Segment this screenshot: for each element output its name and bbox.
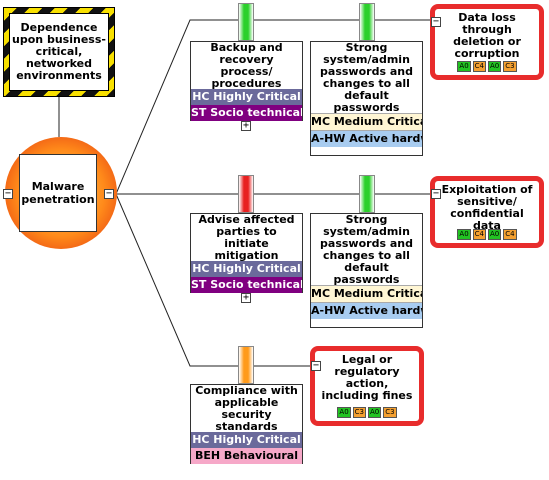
mitigation-criticality-tag-2: MC Medium Critical — [311, 285, 422, 302]
consequence-collapse-toggle-3[interactable]: − — [311, 360, 321, 371]
mitigation-title-2: Strong system/admin passwords and change… — [320, 212, 413, 286]
control-box-1[interactable]: Backup and recovery process/ procedures … — [190, 41, 303, 121]
branch-line-3 — [115, 193, 316, 367]
control-title-3: Compliance with applicable security stan… — [195, 383, 298, 433]
consequence-title-1: Data loss through deletion or corruption — [453, 11, 521, 60]
consequence-box-1[interactable]: Data loss through deletion or corruption… — [430, 4, 544, 80]
rating-chip: C3 — [352, 407, 366, 418]
control-expand-toggle-2[interactable]: + — [241, 292, 251, 303]
risk-event-box[interactable]: Malware penetration — [19, 154, 97, 232]
control-effectiveness-light-2 — [238, 175, 254, 213]
rating-chip: A0 — [368, 407, 382, 418]
mitigation-box-1[interactable]: Strong system/admin passwords and change… — [310, 41, 423, 156]
control-type-tag-2: ST Socio technical — [191, 277, 302, 293]
mitigation-type-tag-2: A-HW Active hardware — [311, 302, 422, 319]
consequence-collapse-toggle-2[interactable]: − — [431, 188, 441, 199]
control-box-3[interactable]: Compliance with applicable security stan… — [190, 384, 303, 464]
control-type-tag-3: BEH Behavioural — [191, 448, 302, 464]
control-title-1: Backup and recovery process/ procedures — [210, 40, 283, 90]
rating-chip: A0 — [488, 229, 502, 240]
control-title-2: Advise affected parties to initiate miti… — [198, 212, 295, 262]
rating-chip: A0 — [488, 61, 502, 72]
branch-line-1 — [115, 19, 430, 195]
risk-collapse-left-toggle[interactable]: − — [3, 188, 13, 199]
control-expand-toggle-1[interactable]: + — [241, 120, 251, 131]
risk-collapse-right-toggle[interactable]: − — [104, 188, 114, 199]
criticality-tag-1: HC Highly Critical — [191, 89, 302, 105]
consequence-collapse-toggle-1[interactable]: − — [431, 16, 441, 27]
control-box-2[interactable]: Advise affected parties to initiate miti… — [190, 213, 303, 293]
rating-chip: C3 — [503, 61, 517, 72]
control-type-tag-1: ST Socio technical — [191, 105, 302, 121]
risk-label: Malware penetration — [21, 180, 95, 206]
context-hazard-box[interactable]: Dependence upon business-critical, netwo… — [3, 7, 115, 97]
criticality-tag-3: HC Highly Critical — [191, 432, 302, 448]
rating-chip: C4 — [472, 61, 486, 72]
consequence-box-2[interactable]: Exploitation of sensitive/ confidential … — [430, 176, 544, 248]
control-effectiveness-light-1 — [238, 3, 254, 41]
rating-chip: C4 — [472, 229, 486, 240]
control-effectiveness-light-3 — [238, 346, 254, 384]
mitigation-box-2[interactable]: Strong system/admin passwords and change… — [310, 213, 423, 328]
rating-chip: A0 — [337, 407, 351, 418]
mitigation-title-1: Strong system/admin passwords and change… — [320, 40, 413, 114]
rating-chip: A0 — [457, 229, 471, 240]
mitigation-criticality-tag-1: MC Medium Critical — [311, 113, 422, 130]
mitigation-effectiveness-light-1 — [359, 3, 375, 41]
mitigation-type-tag-1: A-HW Active hardware — [311, 130, 422, 147]
consequence-box-3[interactable]: Legal or regulatory action, including fi… — [310, 346, 424, 426]
rating-chip: A0 — [457, 61, 471, 72]
rating-chip: C3 — [383, 407, 397, 418]
consequence-title-3: Legal or regulatory action, including fi… — [321, 353, 413, 402]
context-label: Dependence upon business-critical, netwo… — [9, 13, 109, 91]
rating-chip: C4 — [503, 229, 517, 240]
mitigation-effectiveness-light-2 — [359, 175, 375, 213]
criticality-tag-2: HC Highly Critical — [191, 261, 302, 277]
consequence-title-2: Exploitation of sensitive/ confidential … — [441, 183, 533, 232]
